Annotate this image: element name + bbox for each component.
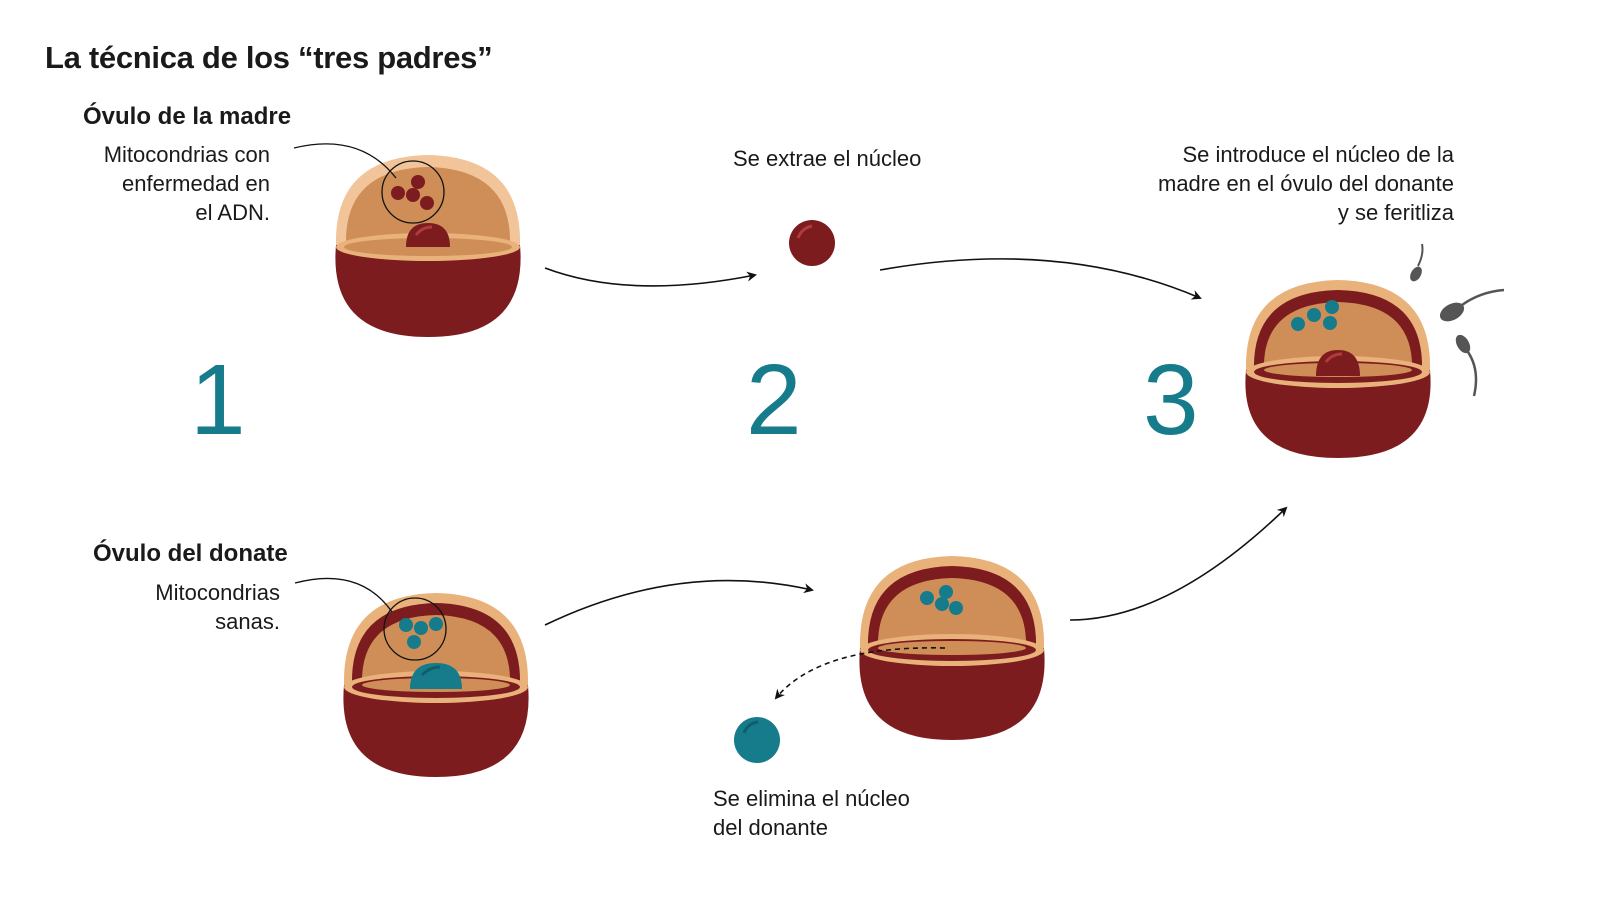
arrow-mother-to-extract [544, 267, 757, 287]
step-number-1: 1 [190, 344, 246, 456]
extracted-nucleus [789, 220, 835, 266]
removed-donor-nucleus [734, 717, 780, 763]
mother-caption-leader [293, 143, 397, 179]
donor-caption-leader [294, 577, 393, 613]
remove-nucleus-text: Se elimina el núcleo del donante [713, 786, 910, 840]
result-egg [1245, 280, 1431, 458]
mother-zoom-ring [381, 160, 445, 224]
enucleated-donor-egg [859, 556, 1045, 740]
step-number-3: 3 [1143, 344, 1199, 456]
donor-egg [343, 593, 529, 777]
step-number-2: 2 [746, 344, 802, 456]
donor-mitochondria [399, 618, 413, 632]
mother-caption: Mitocondrias con enfermedad en el ADN. [103, 142, 270, 225]
arrow-extract-to-result [879, 258, 1202, 300]
sperm-icon [1410, 243, 1505, 397]
donor-heading: Óvulo del donate [93, 540, 288, 567]
arrow-remove-nucleus [774, 647, 946, 700]
mother-heading: Óvulo de la madre [83, 103, 292, 130]
arrow-enucleated-to-result [1069, 506, 1288, 621]
arrow-donor-to-enucleated [544, 579, 814, 626]
step2-text: Se extrae el núcleo [733, 146, 922, 171]
mother-egg [335, 155, 521, 337]
donor-zoom-ring [383, 597, 447, 661]
mother-mitochondria [391, 186, 405, 200]
page-title: La técnica de los “tres padres” [45, 40, 493, 75]
donor-caption: Mitocondrias sanas. [155, 580, 280, 634]
step3-text: Se introduce el núcleo de la madre en el… [1158, 142, 1454, 225]
